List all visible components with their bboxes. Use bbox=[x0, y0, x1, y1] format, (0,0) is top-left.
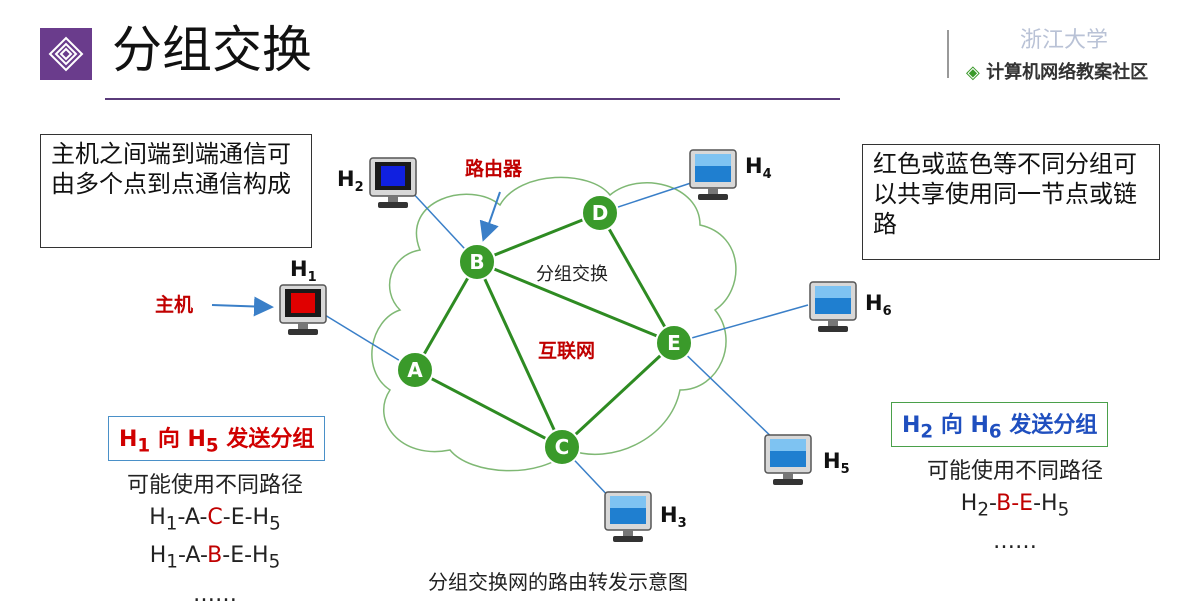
host-h5-label: H5 bbox=[823, 449, 850, 477]
router-b: B bbox=[458, 243, 496, 281]
community-label: ◈ 计算机网络教案社区 bbox=[966, 58, 1148, 84]
router-label: 路由器 bbox=[465, 157, 523, 180]
left-path-2: H1-A-B-E-H5 bbox=[149, 543, 281, 573]
logo-icon bbox=[40, 28, 92, 80]
left-example-paths: 可能使用不同路径 H1-A-C-E-H5 H1-A-B-E-H5 …… bbox=[90, 470, 340, 611]
right-ellipsis: …… bbox=[993, 529, 1037, 555]
host-h5-computer-icon bbox=[764, 434, 812, 485]
community-leaf-icon: ◈ bbox=[966, 62, 980, 83]
host-h2-label: H2 bbox=[337, 167, 364, 195]
host-h4-computer-icon bbox=[689, 149, 737, 200]
left-example-subtitle: 可能使用不同路径 bbox=[126, 473, 303, 498]
link-h5-e bbox=[673, 342, 781, 446]
svg-text:D: D bbox=[592, 201, 609, 225]
figure-caption: 分组交换网的路由转发示意图 bbox=[428, 570, 688, 594]
host-h6-label: H6 bbox=[865, 291, 892, 319]
host-h1-computer-icon bbox=[279, 284, 327, 335]
link-b-e bbox=[476, 260, 675, 345]
host-h3-computer-icon bbox=[604, 491, 652, 542]
host-h1-label: H1 bbox=[290, 257, 317, 285]
link-d-e bbox=[598, 212, 676, 344]
svg-text:C: C bbox=[555, 435, 570, 459]
right-example-paths: 可能使用不同路径 H2-B-E-H5 …… bbox=[890, 456, 1140, 558]
title-divider bbox=[105, 98, 840, 100]
left-path-1: H1-A-C-E-H5 bbox=[149, 505, 281, 535]
right-example-caption: H2 向 H6 发送分组 bbox=[891, 402, 1109, 448]
svg-text:E: E bbox=[667, 331, 681, 355]
link-a-b bbox=[413, 261, 479, 371]
right-path-1: H2-B-E-H5 bbox=[960, 491, 1070, 521]
link-c-e bbox=[560, 341, 676, 449]
note-right: 红色或蓝色等不同分组可以共享使用同一节点或链路 bbox=[862, 144, 1160, 260]
host-h6-computer-icon bbox=[809, 281, 857, 332]
note-left: 主机之间端到端通信可由多个点到点通信构成 bbox=[40, 134, 312, 248]
link-h6-e bbox=[673, 304, 809, 344]
university-watermark: 浙江大学 bbox=[1020, 28, 1109, 53]
svg-text:B: B bbox=[469, 250, 484, 274]
router-arrow bbox=[479, 191, 501, 242]
community-name: 计算机网络教案社区 bbox=[986, 62, 1149, 83]
link-b-c bbox=[475, 261, 564, 448]
router-e: E bbox=[655, 324, 693, 362]
svg-text:A: A bbox=[407, 358, 423, 382]
internet-label: 互联网 bbox=[538, 340, 595, 362]
left-example-caption: H1 向 H5 发送分组 bbox=[108, 416, 326, 462]
host-h2-computer-icon bbox=[369, 157, 417, 208]
header-divider bbox=[947, 30, 949, 78]
host-arrow bbox=[211, 296, 274, 317]
right-example-subtitle: 可能使用不同路径 bbox=[926, 459, 1103, 484]
link-a-c bbox=[414, 368, 563, 449]
page-title: 分组交换 bbox=[112, 21, 312, 79]
host-h4-label: H4 bbox=[745, 154, 772, 182]
router-c: C bbox=[543, 428, 581, 466]
packet-switching-label: 分组交换 bbox=[536, 264, 608, 285]
router-d: D bbox=[581, 194, 619, 232]
host-label: 主机 bbox=[155, 294, 193, 316]
host-h3-label: H3 bbox=[660, 503, 687, 531]
left-ellipsis: …… bbox=[193, 581, 237, 607]
router-a: A bbox=[396, 351, 434, 389]
link-b-d bbox=[476, 211, 601, 264]
